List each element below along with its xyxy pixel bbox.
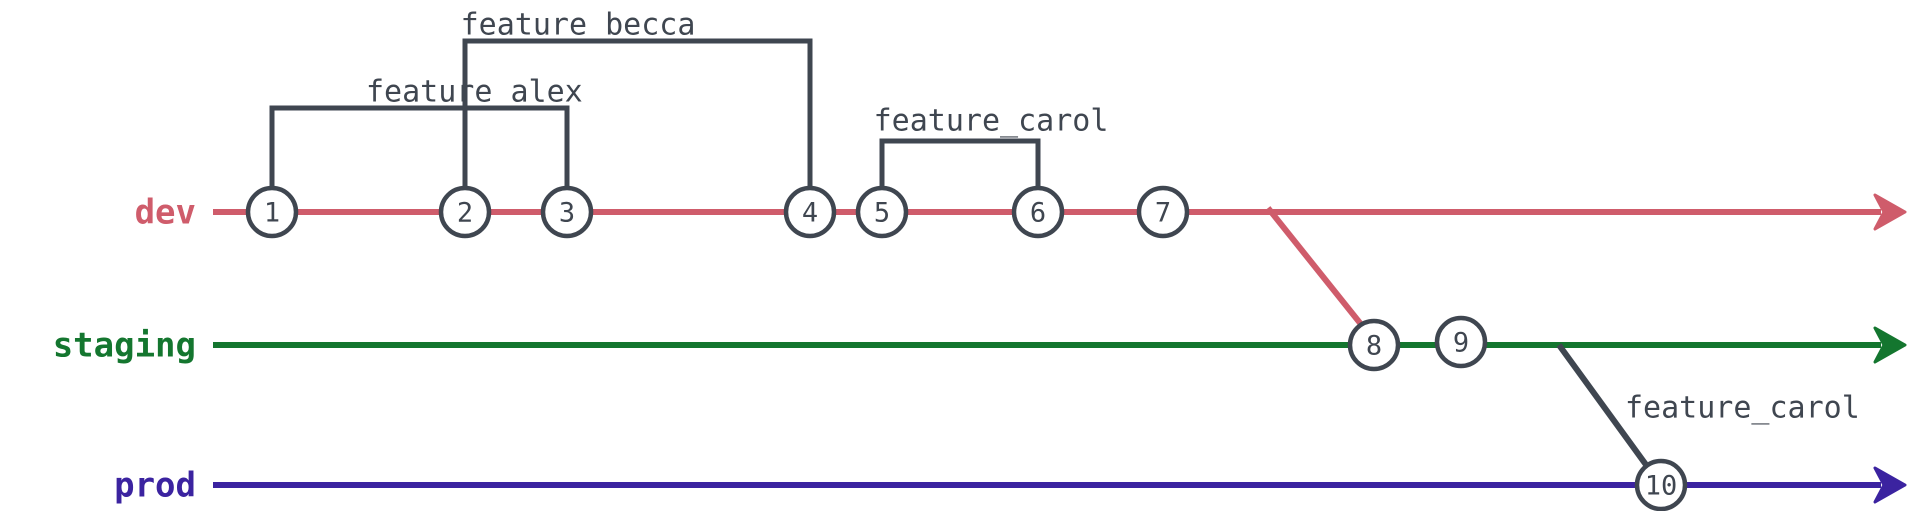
merge-edge-staging-to-prod-10 <box>1556 343 1655 475</box>
branch-label-prod: prod <box>114 466 196 506</box>
branch-line-prod <box>213 466 1907 504</box>
branch-lines-layer <box>213 193 1907 504</box>
feature-bracket-label-feature_becca: feature_becca <box>461 8 696 43</box>
feature-brackets-layer <box>269 38 1041 212</box>
feature-bracket-feature_becca <box>462 38 813 212</box>
commit-nodes-layer: 1 2 3 4 5 6 7 8 9 10 <box>245 185 1688 511</box>
commit-node-4[interactable]: 4 <box>783 185 837 239</box>
commit-circle-2[interactable] <box>438 185 492 239</box>
commit-node-3[interactable]: 3 <box>540 185 594 239</box>
commit-node-6[interactable]: 6 <box>1011 185 1065 239</box>
merge-edge-label-staging-to-prod-10: feature_carol <box>1625 391 1860 426</box>
branch-label-staging: staging <box>53 326 196 366</box>
commit-label-10: 10 <box>1645 471 1678 502</box>
commit-circle-8[interactable] <box>1347 318 1401 372</box>
branch-arrowhead-dev <box>1873 193 1907 231</box>
branch-arrowhead-staging <box>1873 326 1907 364</box>
commit-circle-4[interactable] <box>783 185 837 239</box>
commit-circle-3[interactable] <box>540 185 594 239</box>
commit-circle-1[interactable] <box>245 185 299 239</box>
feature-labels-layer: feature_carol feature_alex feature_beccafe… <box>366 8 1860 426</box>
commit-node-1[interactable]: 1 <box>245 185 299 239</box>
commit-label-3: 3 <box>559 198 575 229</box>
merge-edge-dev-to-staging-8 <box>1265 206 1371 335</box>
commit-label-4: 4 <box>802 198 818 229</box>
commit-label-7: 7 <box>1155 198 1171 229</box>
commit-label-2: 2 <box>457 198 473 229</box>
merge-edges-layer <box>1265 206 1655 475</box>
commit-circle-5[interactable] <box>855 185 909 239</box>
commit-node-9[interactable]: 9 <box>1434 315 1488 369</box>
commit-node-5[interactable]: 5 <box>855 185 909 239</box>
feature-bracket-label-feature_carol_dev: feature_carol <box>874 104 1109 139</box>
feature-bracket-feature_carol_dev <box>879 138 1041 212</box>
commit-label-1: 1 <box>264 198 280 229</box>
branch-label-dev: dev <box>135 193 196 233</box>
commit-label-6: 6 <box>1030 198 1046 229</box>
commit-node-7[interactable]: 7 <box>1136 185 1190 239</box>
branch-line-staging <box>213 326 1907 364</box>
commit-node-2[interactable]: 2 <box>438 185 492 239</box>
commit-circle-6[interactable] <box>1011 185 1065 239</box>
commit-node-10[interactable]: 10 <box>1634 458 1688 511</box>
commit-node-8[interactable]: 8 <box>1347 318 1401 372</box>
commit-circle-9[interactable] <box>1434 315 1488 369</box>
branch-arrowhead-prod <box>1873 466 1907 504</box>
commit-label-8: 8 <box>1366 331 1382 362</box>
commit-circle-7[interactable] <box>1136 185 1190 239</box>
branch-labels-layer: dev staging prod <box>53 193 196 506</box>
feature-bracket-feature_alex <box>269 105 570 212</box>
commit-label-5: 5 <box>874 198 890 229</box>
feature-bracket-label-feature_alex: feature_alex <box>366 75 583 110</box>
commit-circle-10[interactable] <box>1634 458 1688 511</box>
commit-label-9: 9 <box>1453 328 1469 359</box>
